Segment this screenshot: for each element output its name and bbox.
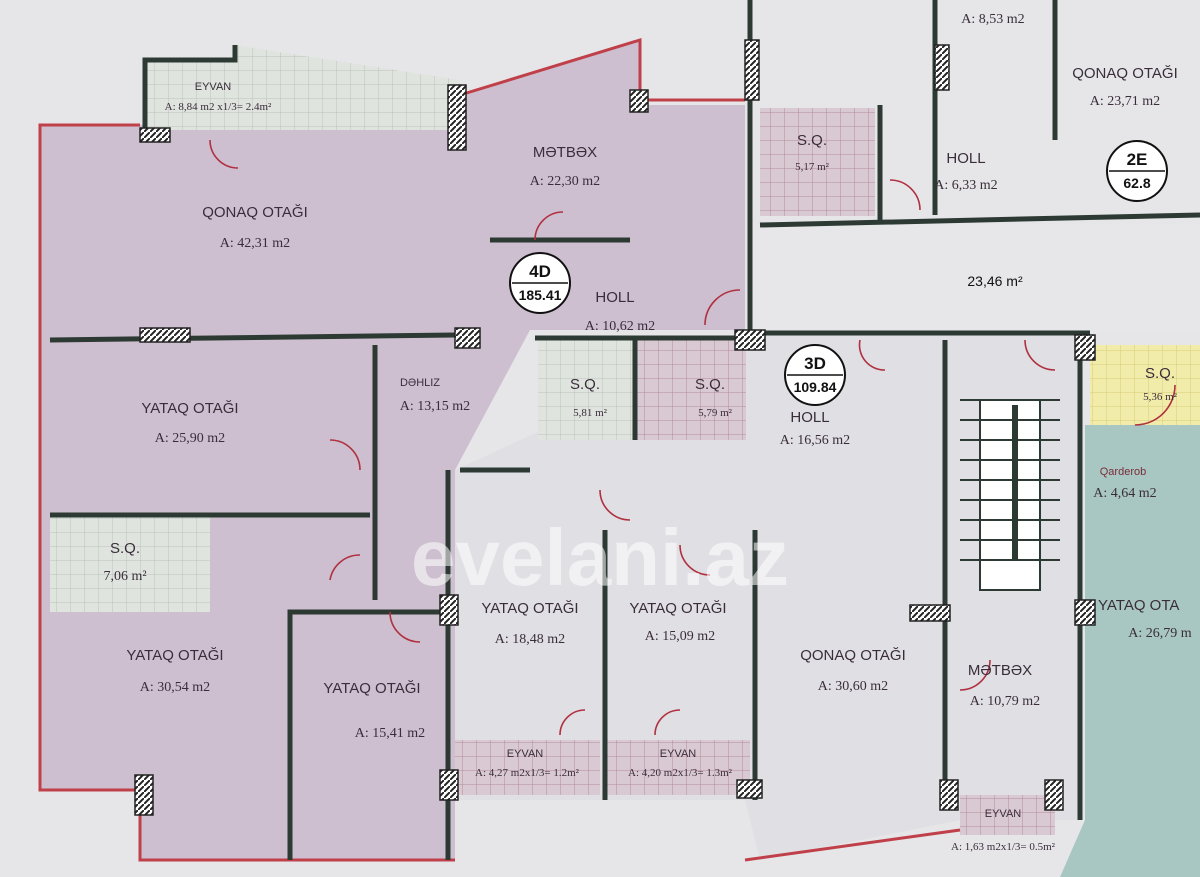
watermark: evelani.az: [411, 513, 789, 602]
unit-badge-4d: 4D 185.41: [509, 252, 571, 314]
room-name: YATAQ OTAĞI: [126, 647, 223, 664]
room-area: A: 8,84 m2 x1/3= 2.4m²: [165, 101, 272, 113]
door-swings: [209, 139, 1176, 736]
room-area: A: 15,41 m2: [355, 726, 425, 741]
unit-id: 3D: [804, 354, 826, 373]
unit-area: 109.84: [794, 379, 837, 395]
corridor-area: 23,46 m²: [967, 273, 1023, 289]
room-area: A: 22,30 m2: [530, 174, 600, 189]
room-area: 5,79 m²: [698, 407, 733, 419]
room-name: EYVAN: [660, 748, 697, 760]
room-area: A: 15,09 m2: [645, 629, 715, 644]
room-area: A: 4,20 m2x1/3= 1.3m²: [628, 767, 733, 779]
room-area: A: 23,71 m2: [1090, 94, 1160, 109]
room-area: A: 42,31 m2: [220, 236, 290, 251]
room-name: YATAQ OTA: [1098, 597, 1179, 614]
interior-walls: [49, 0, 1200, 860]
room-labels: EYVAN A: 8,84 m2 x1/3= 2.4m² MƏTBƏX A: 2…: [103, 12, 1191, 853]
structural-columns: [134, 39, 1096, 816]
stair-treads: [960, 399, 1060, 561]
room-area: 5,36 m²: [1143, 391, 1178, 403]
room-name: EYVAN: [985, 808, 1022, 820]
room-area: A: 10,79 m2: [970, 694, 1040, 709]
room-name: S.Q.: [695, 376, 725, 393]
room-name: Qarderob: [1100, 466, 1146, 478]
room-name: EYVAN: [195, 81, 232, 93]
room-name: QONAQ OTAĞI: [800, 647, 906, 664]
room-area: A: 26,79 m: [1128, 626, 1192, 641]
room-area: A: 4,27 m2x1/3= 1.2m²: [475, 767, 580, 779]
unit-area: 185.41: [519, 287, 562, 303]
room-area: A: 13,15 m2: [400, 399, 470, 414]
room-name: S.Q.: [110, 540, 140, 557]
room-area: A: 10,62 m2: [585, 319, 655, 334]
room-area: 5,17 m²: [795, 161, 830, 173]
unit-badge-2e: 2E 62.8: [1106, 140, 1168, 202]
exterior-wall-3d: [744, 828, 961, 862]
room-area: 5,81 m²: [573, 407, 608, 419]
room-area: A: 16,56 m2: [780, 433, 850, 448]
room-area: A: 18,48 m2: [495, 632, 565, 647]
room-area: A: 25,90 m2: [155, 431, 225, 446]
unit-id: 4D: [529, 262, 551, 281]
unit-badge-3d: 3D 109.84: [784, 344, 846, 406]
room-name: YATAQ OTAĞI: [323, 680, 420, 697]
room-area: A: 8,53 m2: [961, 12, 1024, 27]
exterior-wall-top: [459, 37, 745, 102]
room-name: YATAQ OTAĞI: [481, 600, 578, 617]
room-name: YATAQ OTAĞI: [629, 600, 726, 617]
eyvan-4-20-tiles: [605, 740, 750, 795]
sq-5-17-tiles: [760, 108, 875, 216]
sq-7-06-tiles: [50, 517, 210, 612]
room-name: HOLL: [595, 289, 634, 306]
sq-5-79-tiles: [636, 340, 746, 440]
room-area: A: 6,33 m2: [934, 178, 997, 193]
unit-id: 2E: [1127, 150, 1148, 169]
sq-5-36-tiles: [1090, 345, 1200, 425]
room-name: HOLL: [946, 150, 985, 167]
eyvan-1-63-tiles: [960, 795, 1055, 835]
teal-unit-area: [1060, 425, 1200, 877]
room-area: 7,06 m²: [103, 569, 146, 584]
room-name: EYVAN: [507, 748, 544, 760]
unit-area: 62.8: [1123, 175, 1150, 191]
room-name: MƏTBƏX: [968, 662, 1032, 679]
room-name: DƏHLIZ: [400, 377, 440, 389]
sq-5-81-tiles: [538, 340, 634, 440]
room-name: QONAQ OTAĞI: [202, 204, 308, 221]
room-name: S.Q.: [570, 376, 600, 393]
eyvan-4-27-tiles: [455, 740, 600, 795]
room-area: A: 30,54 m2: [140, 680, 210, 695]
room-area: A: 1,63 m2x1/3= 0.5m²: [951, 841, 1056, 853]
room-name: HOLL: [790, 409, 829, 426]
room-name: QONAQ OTAĞI: [1072, 65, 1178, 82]
corridor: [760, 225, 1200, 333]
room-area: A: 30,60 m2: [818, 679, 888, 694]
unit-3d-area: [455, 330, 1080, 860]
room-name: S.Q.: [797, 132, 827, 149]
eyvan-top-tiles: [145, 45, 460, 130]
room-area: A: 4,64 m2: [1093, 486, 1156, 501]
room-name: MƏTBƏX: [533, 144, 597, 161]
room-name: YATAQ OTAĞI: [141, 400, 238, 417]
unit-4d-area: [40, 40, 745, 860]
exterior-wall-4d: [38, 123, 455, 862]
room-name: S.Q.: [1145, 365, 1175, 382]
